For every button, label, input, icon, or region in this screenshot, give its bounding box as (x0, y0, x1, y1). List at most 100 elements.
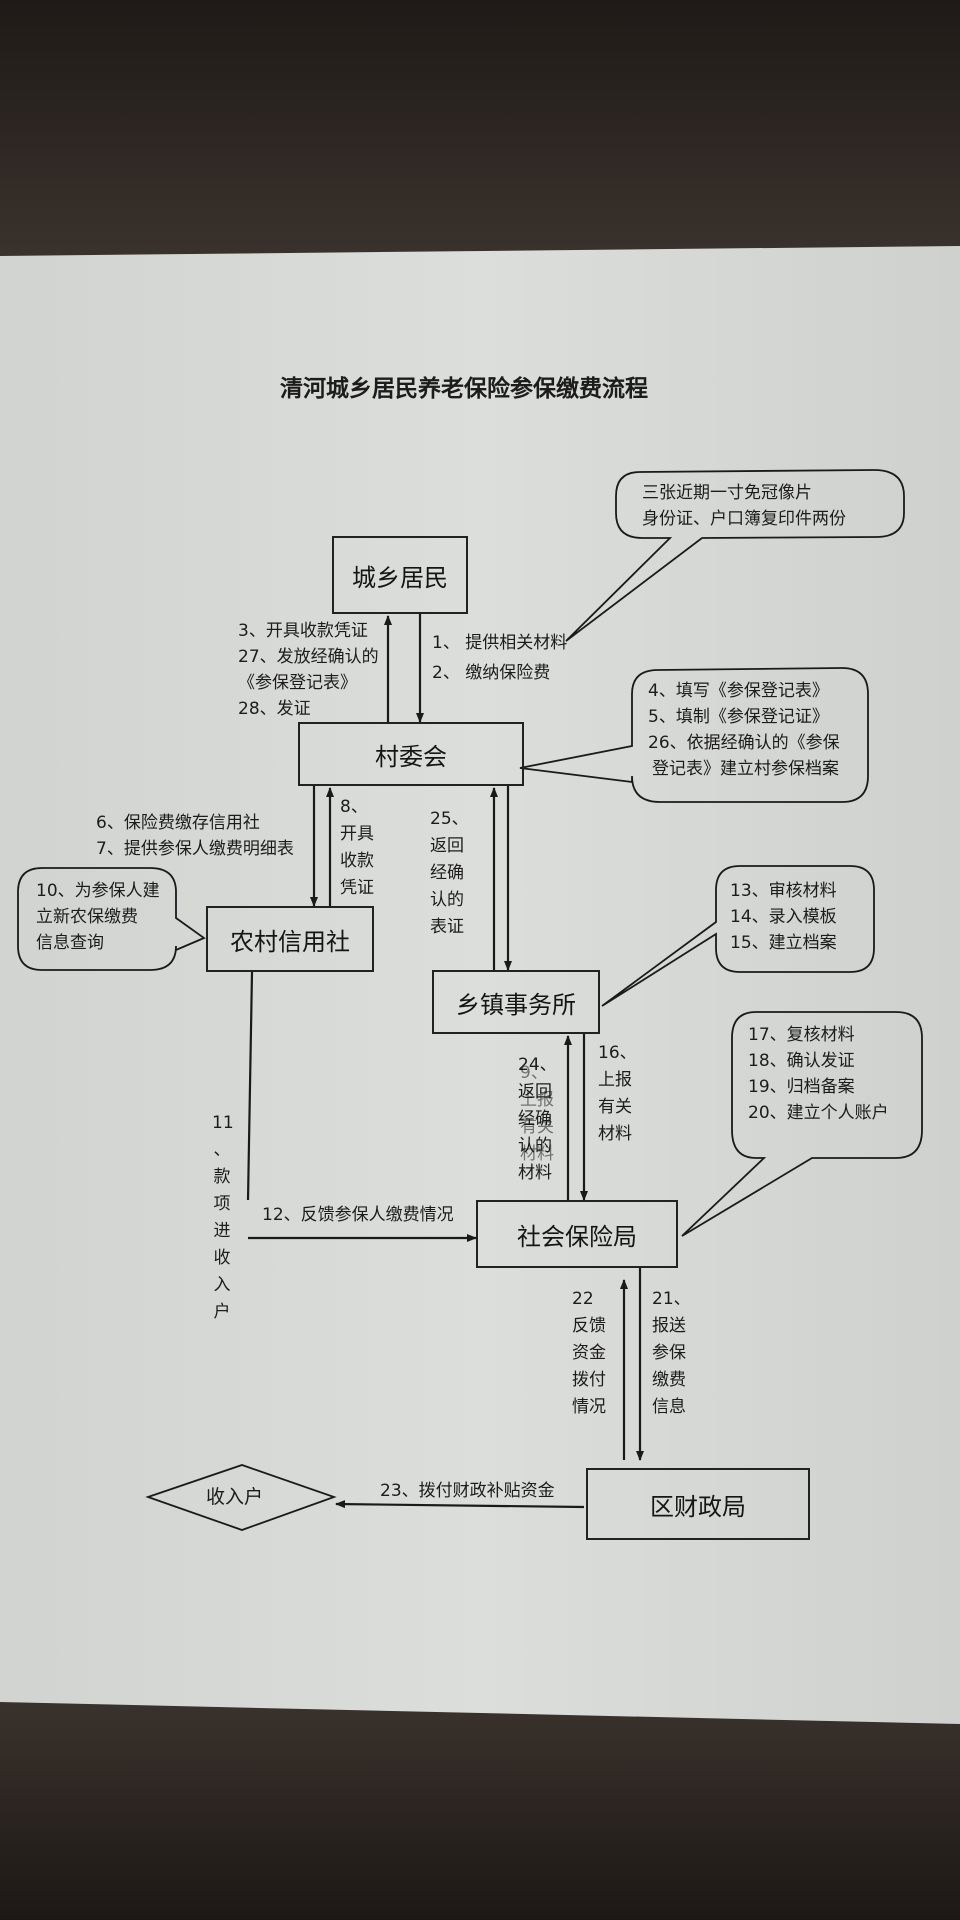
label-line: 27、发放经确认的 (238, 647, 379, 667)
label-line: 户 (213, 1302, 231, 1322)
label-line: 24、 (518, 1055, 557, 1075)
line-credit-down (246, 971, 254, 1201)
node-rural-credit-union: 农村信用社 (206, 906, 374, 972)
label-step-23: 23、拨付财政补贴资金 (380, 1481, 555, 1501)
label-line: 上报 (520, 1090, 554, 1110)
label-line: 有关 (598, 1097, 632, 1117)
callout-photos-line: 身份证、户口簿复印件两份 (642, 509, 846, 529)
callout-photos-line: 三张近期一寸免冠像片 (642, 483, 812, 503)
income-diamond-shape (145, 1464, 337, 1531)
label-line: 11 (212, 1113, 234, 1133)
callout-photos-text: 三张近期一寸免冠像片 身份证、户口簿复印件两份 (642, 480, 846, 532)
label-line: 材料 (598, 1124, 632, 1144)
label-step-8: 8、 开具 收款 凭证 (340, 794, 374, 902)
label-line: 收款 (340, 851, 374, 871)
label-line: 返回 (430, 836, 464, 856)
label-line: 28、发证 (238, 699, 311, 719)
callout-credit-line: 10、为参保人建 (36, 881, 160, 901)
label-line: 反馈 (572, 1316, 606, 1336)
label-step-9-overlay: 9、 上报 有关 材料 (520, 1060, 554, 1168)
callout-bureau-text: 17、复核材料 18、确认发证 19、归档备案 20、建立个人账户 (748, 1022, 889, 1126)
label-line: 进 (213, 1221, 231, 1241)
label-line: 16、 (598, 1043, 637, 1063)
label-step-6-7: 6、保险费缴存信用社 7、提供参保人缴费明细表 (96, 810, 294, 862)
label-line: 认的 (518, 1136, 552, 1156)
label-line: 经确 (430, 863, 464, 883)
label-step-12: 12、反馈参保人缴费情况 (262, 1205, 454, 1225)
node-residents: 城乡居民 (332, 536, 468, 614)
label-line: 凭证 (340, 878, 374, 898)
callout-village-line: 登记表》建立村参保档案 (652, 759, 839, 779)
label-line: 21、 (652, 1289, 691, 1309)
label-step-16: 16、 上报 有关 材料 (598, 1040, 637, 1148)
label-line: 资金 (572, 1343, 606, 1363)
callout-village-line: 5、填制《参保登记证》 (648, 707, 829, 727)
callout-credit-line: 立新农保缴费 (36, 907, 138, 927)
callout-township-text: 13、审核材料 14、录入模板 15、建立档案 (730, 878, 837, 956)
arrow-finance-to-income (335, 1500, 585, 1509)
callout-bureau-line: 18、确认发证 (748, 1051, 855, 1071)
label-line: 7、提供参保人缴费明细表 (96, 839, 294, 859)
label-line: 上报 (598, 1070, 632, 1090)
label-line: 信息 (652, 1397, 686, 1417)
label-line: 9、 (520, 1063, 548, 1083)
label-line: 材料 (518, 1163, 552, 1183)
callout-bureau-line: 19、归档备案 (748, 1077, 855, 1097)
node-township-office: 乡镇事务所 (432, 970, 600, 1034)
label-line: 项 (213, 1194, 231, 1214)
label-line: 1、 提供相关材料 (432, 633, 568, 653)
label-step-24: 24、 返回 经确 认的 材料 (518, 1052, 557, 1187)
label-step-25: 25、 返回 经确 认的 表证 (430, 806, 469, 941)
label-line: 参保 (652, 1343, 686, 1363)
label-line: 有关 (520, 1117, 554, 1137)
label-line: 8、 (340, 797, 368, 817)
callout-bureau-line: 17、复核材料 (748, 1025, 855, 1045)
label-line: 经确 (518, 1109, 552, 1129)
callout-village-text: 4、填写《参保登记表》 5、填制《参保登记证》 26、依据经确认的《参保 登记表… (648, 678, 840, 782)
label-line: 入 (213, 1275, 231, 1295)
label-line: 报送 (652, 1316, 686, 1336)
label-line: 缴费 (652, 1370, 686, 1390)
callout-township-line: 14、录入模板 (730, 907, 837, 927)
label-line: 款 (213, 1167, 231, 1187)
label-step-11: 11 、 款 项 进 收 入 户 (212, 1110, 234, 1326)
node-district-finance-bureau: 区财政局 (586, 1468, 810, 1540)
label-line: 6、保险费缴存信用社 (96, 813, 260, 833)
label-line: 表证 (430, 917, 464, 937)
node-income-account: 收入户 (206, 1486, 264, 1508)
label-line: 22 (572, 1289, 594, 1309)
callout-township-shape (601, 865, 875, 1007)
label-line: 3、开具收款凭证 (238, 621, 368, 641)
label-line: 情况 (572, 1397, 606, 1417)
callout-credit-line: 信息查询 (36, 933, 104, 953)
callout-photos-shape (565, 469, 905, 642)
diagram-title: 清河城乡居民养老保险参保缴费流程 (280, 376, 648, 402)
callout-township-line: 15、建立档案 (730, 933, 837, 953)
callout-village-shape (519, 667, 869, 803)
callout-township-line: 13、审核材料 (730, 881, 837, 901)
callout-bureau-line: 20、建立个人账户 (748, 1103, 889, 1123)
label-line: 收 (213, 1248, 231, 1268)
callout-village-line: 4、填写《参保登记表》 (648, 681, 829, 701)
callout-village-line: 26、依据经确认的《参保 (648, 733, 840, 753)
label-step-3-27-28: 3、开具收款凭证 27、发放经确认的 《参保登记表》 28、发证 (238, 618, 379, 722)
callout-bureau-shape (681, 1011, 923, 1237)
node-social-insurance-bureau: 社会保险局 (476, 1200, 678, 1268)
callout-credit-text: 10、为参保人建 立新农保缴费 信息查询 (36, 878, 160, 956)
label-line: 2、 缴纳保险费 (432, 663, 551, 683)
label-step-1-2: 1、 提供相关材料 2、 缴纳保险费 (432, 630, 567, 686)
label-line: 认的 (430, 890, 464, 910)
label-line: 开具 (340, 824, 374, 844)
label-line: 返回 (518, 1082, 552, 1102)
label-step-22: 22 反馈 资金 拨付 情况 (572, 1286, 606, 1421)
node-village-committee: 村委会 (298, 722, 524, 786)
desk-background-bottom (0, 1700, 960, 1920)
label-line: 《参保登记表》 (238, 673, 357, 693)
label-line: 25、 (430, 809, 469, 829)
label-line: 、 (213, 1140, 231, 1160)
callout-credit-shape (17, 867, 206, 971)
desk-background-top (0, 0, 960, 260)
